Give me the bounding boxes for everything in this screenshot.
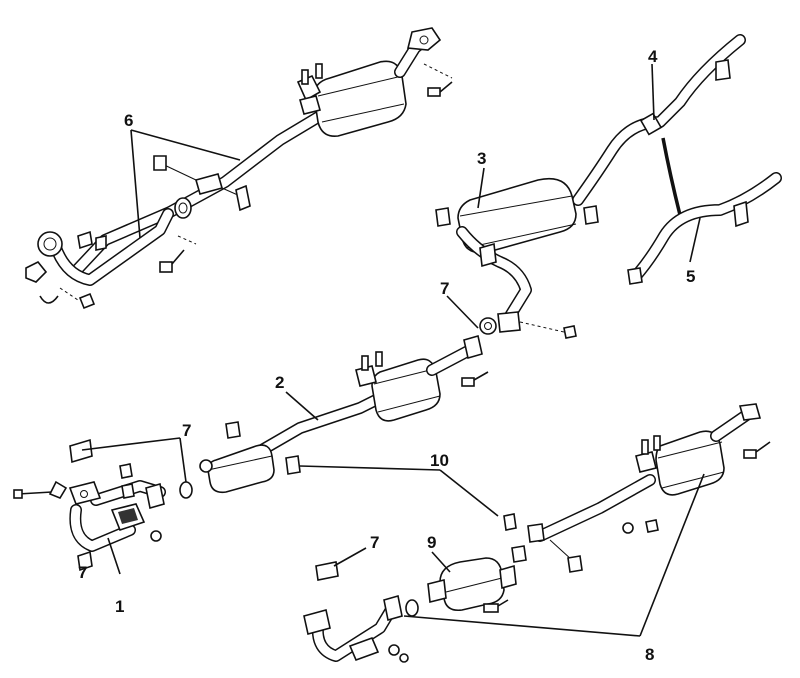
rear-muffler [457,177,577,254]
callout-label: 7 [78,563,87,582]
catalytic-converter [427,557,517,613]
intermediate-pipe-assembly [199,334,489,494]
callout-label: 7 [440,279,449,298]
callout-label: 2 [275,373,284,392]
callout-label: 9 [427,533,436,552]
callout-label: 1 [115,597,124,616]
upper-muffler [313,60,407,138]
upper-right-exhaust-assembly [435,34,782,339]
leader-lines [81,63,705,637]
callout-label: 4 [648,47,658,66]
front-pipe-assembly [13,438,193,572]
callout-label: 5 [686,267,695,286]
callout-label: 6 [124,111,133,130]
callout-label: 8 [645,645,654,664]
callout-label: 7 [370,533,379,552]
callout-labels: 1 2 3 4 5 6 7 7 7 7 8 8 9 10 [78,47,695,664]
lower-right-exhaust-assembly [303,403,771,663]
callout-label: 10 [430,451,449,470]
upper-left-exhaust-assembly [25,27,453,310]
callout-label: 3 [477,149,486,168]
callout-label: 7 [182,421,191,440]
